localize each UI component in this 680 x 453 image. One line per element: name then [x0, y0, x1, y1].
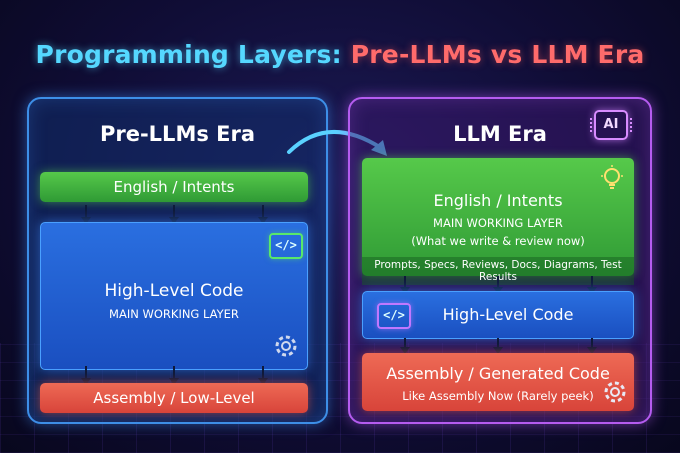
gear-icon — [275, 335, 297, 357]
pre-llms-intent-bar: English / Intents — [40, 172, 308, 202]
llm-low-level-sublabel: Like Assembly Now (Rarely peek) — [402, 389, 594, 403]
down-arrow-icon — [587, 338, 597, 354]
lightbulb-icon — [601, 165, 623, 189]
title-part-right: Pre-LLMs vs LLM Era — [350, 40, 645, 69]
pre-llms-low-level-label: Assembly / Low-Level — [93, 389, 255, 407]
llm-code-bar: </> High-Level Code — [362, 291, 634, 339]
pre-llms-panel-title: Pre-LLMs Era — [99, 122, 256, 146]
down-arrow-icon — [169, 205, 179, 224]
down-arrow-icon — [400, 276, 410, 294]
llm-low-level-block: Assembly / Generated Code Like Assembly … — [362, 353, 634, 411]
llm-low-level-label: Assembly / Generated Code — [386, 364, 610, 383]
down-arrow-icon — [81, 366, 91, 385]
llm-era-panel-title: LLM Era — [453, 122, 547, 146]
ai-chip-icon: AI — [590, 110, 632, 140]
llm-intent-note: (What we write & review now) — [411, 234, 585, 248]
code-icon: </> — [269, 233, 303, 259]
down-arrow-icon — [587, 276, 597, 294]
pre-llms-code-sublabel: MAIN WORKING LAYER — [109, 307, 239, 321]
down-arrow-icon — [169, 366, 179, 385]
llm-intent-block: English / Intents MAIN WORKING LAYER (Wh… — [362, 158, 634, 285]
title-part-left: Programming Layers: — [35, 40, 342, 69]
page-title: Programming Layers: Pre-LLMs vs LLM Era — [0, 40, 680, 69]
down-arrow-icon — [258, 205, 268, 224]
llm-intent-label: English / Intents — [433, 191, 563, 210]
pre-llms-intent-label: English / Intents — [113, 178, 235, 196]
gear-icon — [604, 381, 626, 403]
pre-llms-code-label: High-Level Code — [104, 281, 244, 301]
llm-code-label: High-Level Code — [442, 305, 574, 324]
down-arrow-icon — [258, 366, 268, 385]
down-arrow-icon — [81, 205, 91, 224]
pre-llms-code-block: </> High-Level Code MAIN WORKING LAYER — [40, 222, 308, 370]
down-arrow-icon — [493, 276, 503, 294]
down-arrow-icon — [493, 338, 503, 354]
down-arrow-icon — [400, 338, 410, 354]
pre-llms-low-level-bar: Assembly / Low-Level — [40, 383, 308, 413]
code-icon: </> — [377, 303, 411, 329]
llm-intent-sublabel: MAIN WORKING LAYER — [433, 216, 563, 230]
